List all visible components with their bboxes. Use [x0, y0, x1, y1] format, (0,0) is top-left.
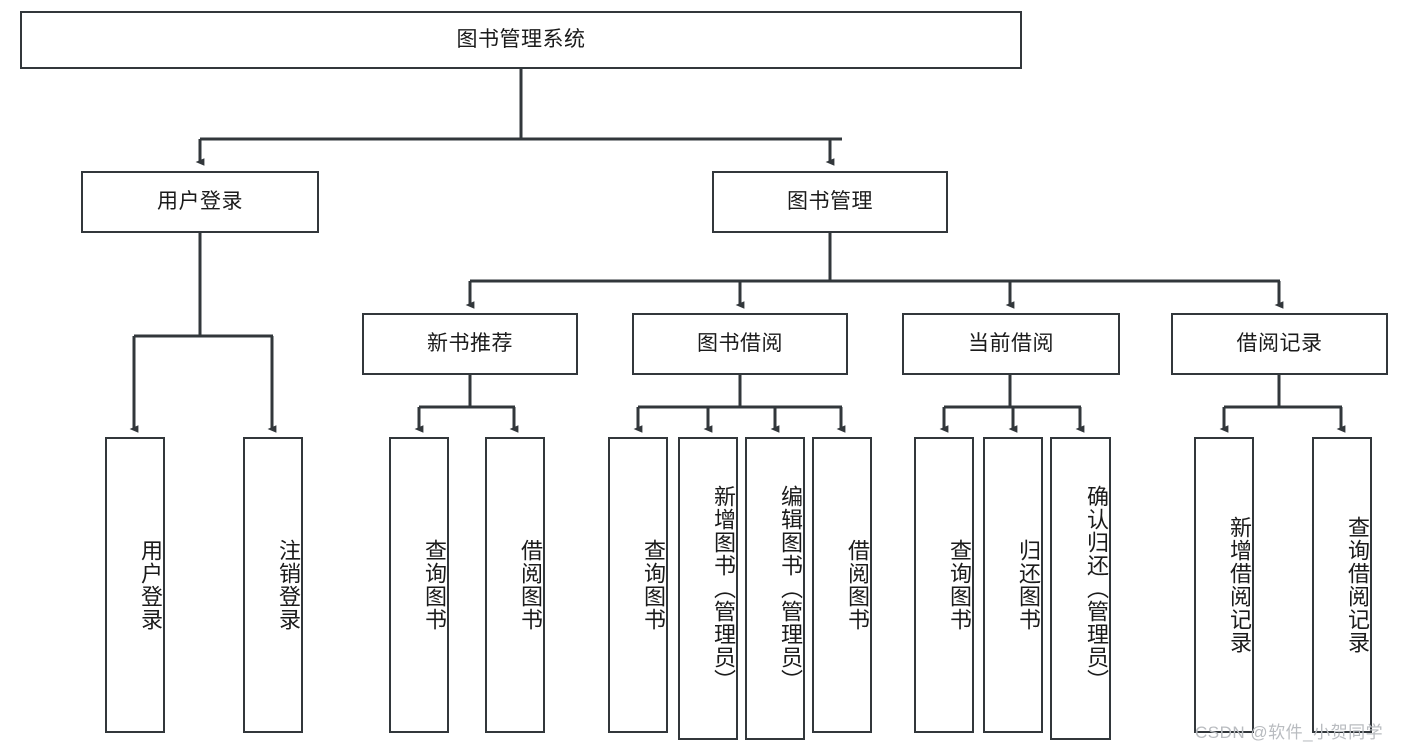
node-level2-user-login[interactable]: 用户登录 — [81, 171, 319, 233]
node-level2-book-management[interactable]: 图书管理 — [712, 171, 948, 233]
node-level3-borrow-record[interactable]: 借阅记录 — [1171, 313, 1388, 375]
node-leaf-edit-book-admin[interactable]: 编辑图书（管理员） — [745, 437, 805, 740]
node-leaf-query-borrow-record[interactable]: 查询借阅记录 — [1312, 437, 1372, 733]
node-leaf-logout[interactable]: 注销登录 — [243, 437, 303, 733]
node-leaf-user-login[interactable]: 用户登录 — [105, 437, 165, 733]
node-leaf-add-borrow-record[interactable]: 新增借阅记录 — [1194, 437, 1254, 733]
node-leaf-confirm-return-admin[interactable]: 确认归还（管理员） — [1050, 437, 1111, 740]
node-level3-new-book-recommend[interactable]: 新书推荐 — [362, 313, 578, 375]
node-level3-book-borrow[interactable]: 图书借阅 — [632, 313, 848, 375]
node-level3-current-borrow[interactable]: 当前借阅 — [902, 313, 1120, 375]
csdn-watermark: CSDN @软件_小贺同学 — [1195, 723, 1384, 742]
node-leaf-add-book-admin[interactable]: 新增图书（管理员） — [678, 437, 738, 740]
node-leaf-query-book-current[interactable]: 查询图书 — [914, 437, 974, 733]
node-leaf-borrow-book[interactable]: 借阅图书 — [812, 437, 872, 733]
node-leaf-query-book-borrow[interactable]: 查询图书 — [608, 437, 668, 733]
node-leaf-borrow-book-recommend[interactable]: 借阅图书 — [485, 437, 545, 733]
node-root[interactable]: 图书管理系统 — [20, 11, 1022, 69]
node-leaf-return-book[interactable]: 归还图书 — [983, 437, 1043, 733]
node-leaf-query-book-recommend[interactable]: 查询图书 — [389, 437, 449, 733]
